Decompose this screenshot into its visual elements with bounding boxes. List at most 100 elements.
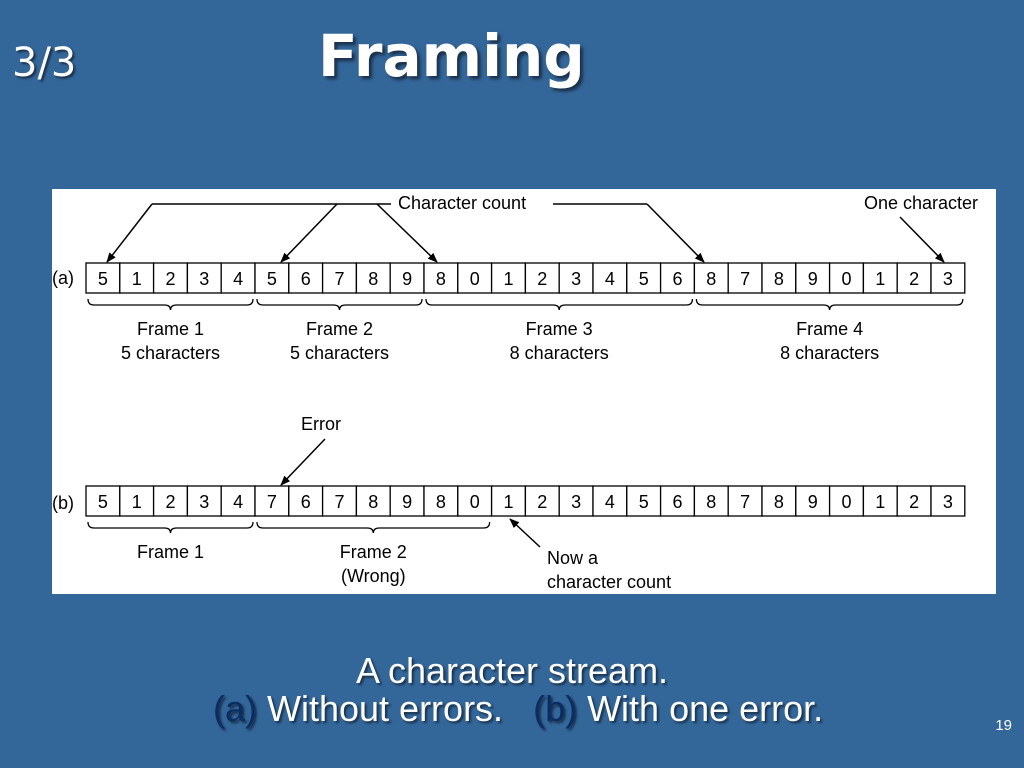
- row_a-cell-value: 3: [571, 269, 581, 289]
- row_a-cell-value: 7: [334, 269, 344, 289]
- caption-b-text: With one error.: [577, 688, 824, 729]
- row-b-label: (b): [52, 493, 74, 513]
- row_b-cell-box: [152, 485, 189, 517]
- row_b-cell-box: [795, 485, 831, 517]
- count-arrow-frame-1: [106, 203, 153, 263]
- row_b-cell-box: [896, 485, 932, 517]
- row_b-cell-value: 1: [875, 492, 885, 512]
- caption-b-letter: (b): [533, 688, 578, 729]
- row_a-cell-box: [119, 262, 155, 294]
- now-count-label-line1: Now a: [547, 548, 599, 568]
- row_b-cell-value: 2: [537, 492, 547, 512]
- row_b-cell-value: 2: [165, 492, 175, 512]
- count-arrow-frame-4: [646, 203, 705, 263]
- row_b-cell-value: 3: [571, 492, 581, 512]
- row_a-cell-value: 5: [639, 269, 649, 289]
- caption-main: A character stream.: [355, 650, 669, 691]
- row_b-frame-sub: (Wrong): [341, 566, 406, 586]
- row_b-cell-value: 5: [639, 492, 649, 512]
- row-a-label: (a): [52, 268, 74, 288]
- row_a-cell-value: 3: [199, 269, 209, 289]
- row_a-cell-box: [220, 262, 256, 294]
- row_a-cell-value: 3: [943, 269, 953, 289]
- row_a-frame-sub: 8 characters: [780, 343, 879, 363]
- character-count-label: Character count: [398, 193, 526, 213]
- row_a-cell-box: [524, 262, 560, 294]
- row_a-cell-value: 0: [470, 269, 480, 289]
- row_b-cell-value: 9: [402, 492, 412, 512]
- row_b-cell-value: 8: [368, 492, 378, 512]
- row_a-cell-box: [389, 262, 425, 294]
- row_a-cell-value: 9: [808, 269, 818, 289]
- row_b-cell-box: [119, 485, 155, 517]
- row_b-cell-box: [321, 485, 358, 517]
- row_b-frame-brace: [256, 521, 491, 534]
- page-number: 19: [995, 717, 1012, 734]
- row_b-cell-value: 7: [267, 492, 277, 512]
- row_b-cell-value: 0: [841, 492, 851, 512]
- row_b-cell-value: 8: [436, 492, 446, 512]
- row_b-cell-box: [558, 485, 594, 517]
- row_a-frame-name: Frame 3: [526, 319, 593, 339]
- row_a-cell-value: 5: [98, 269, 108, 289]
- row_a-cell-value: 8: [436, 269, 446, 289]
- row_a-cell-box: [254, 262, 290, 294]
- row_a-cell-value: 8: [774, 269, 784, 289]
- row_b-cell-value: 1: [132, 492, 142, 512]
- row_b-cell-box: [761, 485, 797, 517]
- row_a-cell-box: [828, 262, 865, 294]
- row_a-cell-value: 2: [537, 269, 547, 289]
- row_a-cell-value: 4: [605, 269, 615, 289]
- row_b-cell-box: [524, 485, 560, 517]
- count-arrow-frame-2: [280, 203, 338, 263]
- caption-a-letter: (a): [213, 688, 257, 729]
- row_a-frame-brace: [695, 298, 964, 311]
- row_b-frame-name: Frame 2: [340, 542, 407, 562]
- row_a-frame-sub: 5 characters: [121, 343, 220, 363]
- row_a-cell-box: [761, 262, 797, 294]
- row_b-cell-box: [423, 485, 459, 517]
- row_b-cell-value: 3: [199, 492, 209, 512]
- row_b-cell-box: [457, 485, 493, 517]
- row_a-frame-name: Frame 4: [796, 319, 863, 339]
- row_b-cell-box: [930, 485, 966, 517]
- row_b-cell-value: 7: [334, 492, 344, 512]
- row_b-cell-box: [862, 485, 898, 517]
- row_a-cell-value: 8: [368, 269, 378, 289]
- row_a-frame-name: Frame 1: [137, 319, 204, 339]
- row_a-cell-box: [930, 262, 966, 294]
- row_b-cell-value: 6: [672, 492, 682, 512]
- row_a-cell-box: [457, 262, 493, 294]
- row_a-cell-box: [693, 262, 729, 294]
- row_b-frame-brace: [87, 521, 254, 534]
- row_b-cell-value: 7: [740, 492, 750, 512]
- row_b-cell-box: [727, 485, 763, 517]
- row_a-cell-value: 8: [706, 269, 716, 289]
- caption-a-text: Without errors.: [257, 688, 534, 729]
- row_a-cell-box: [896, 262, 932, 294]
- row_a-cell-box: [288, 262, 324, 294]
- row_a-cell-box: [321, 262, 358, 294]
- row_b-cell-value: 4: [233, 492, 243, 512]
- row_a-frame-brace: [256, 298, 423, 311]
- now-count-arrow: [509, 518, 541, 548]
- row_b-cell-value: 2: [909, 492, 919, 512]
- row_a-cell-box: [795, 262, 831, 294]
- row_b-cell-value: 4: [605, 492, 615, 512]
- row_b-cell-value: 9: [808, 492, 818, 512]
- row_b-cell-value: 5: [98, 492, 108, 512]
- row_a-cell-value: 9: [402, 269, 412, 289]
- row_b-cell-value: 1: [503, 492, 513, 512]
- row_a-cell-box: [490, 262, 527, 294]
- count-arrow-frame-3: [376, 203, 438, 263]
- row_b-cell-value: 3: [943, 492, 953, 512]
- slide-counter: 3/3: [12, 40, 77, 86]
- row_a-cell-box: [592, 262, 628, 294]
- row_a-frame-name: Frame 2: [306, 319, 373, 339]
